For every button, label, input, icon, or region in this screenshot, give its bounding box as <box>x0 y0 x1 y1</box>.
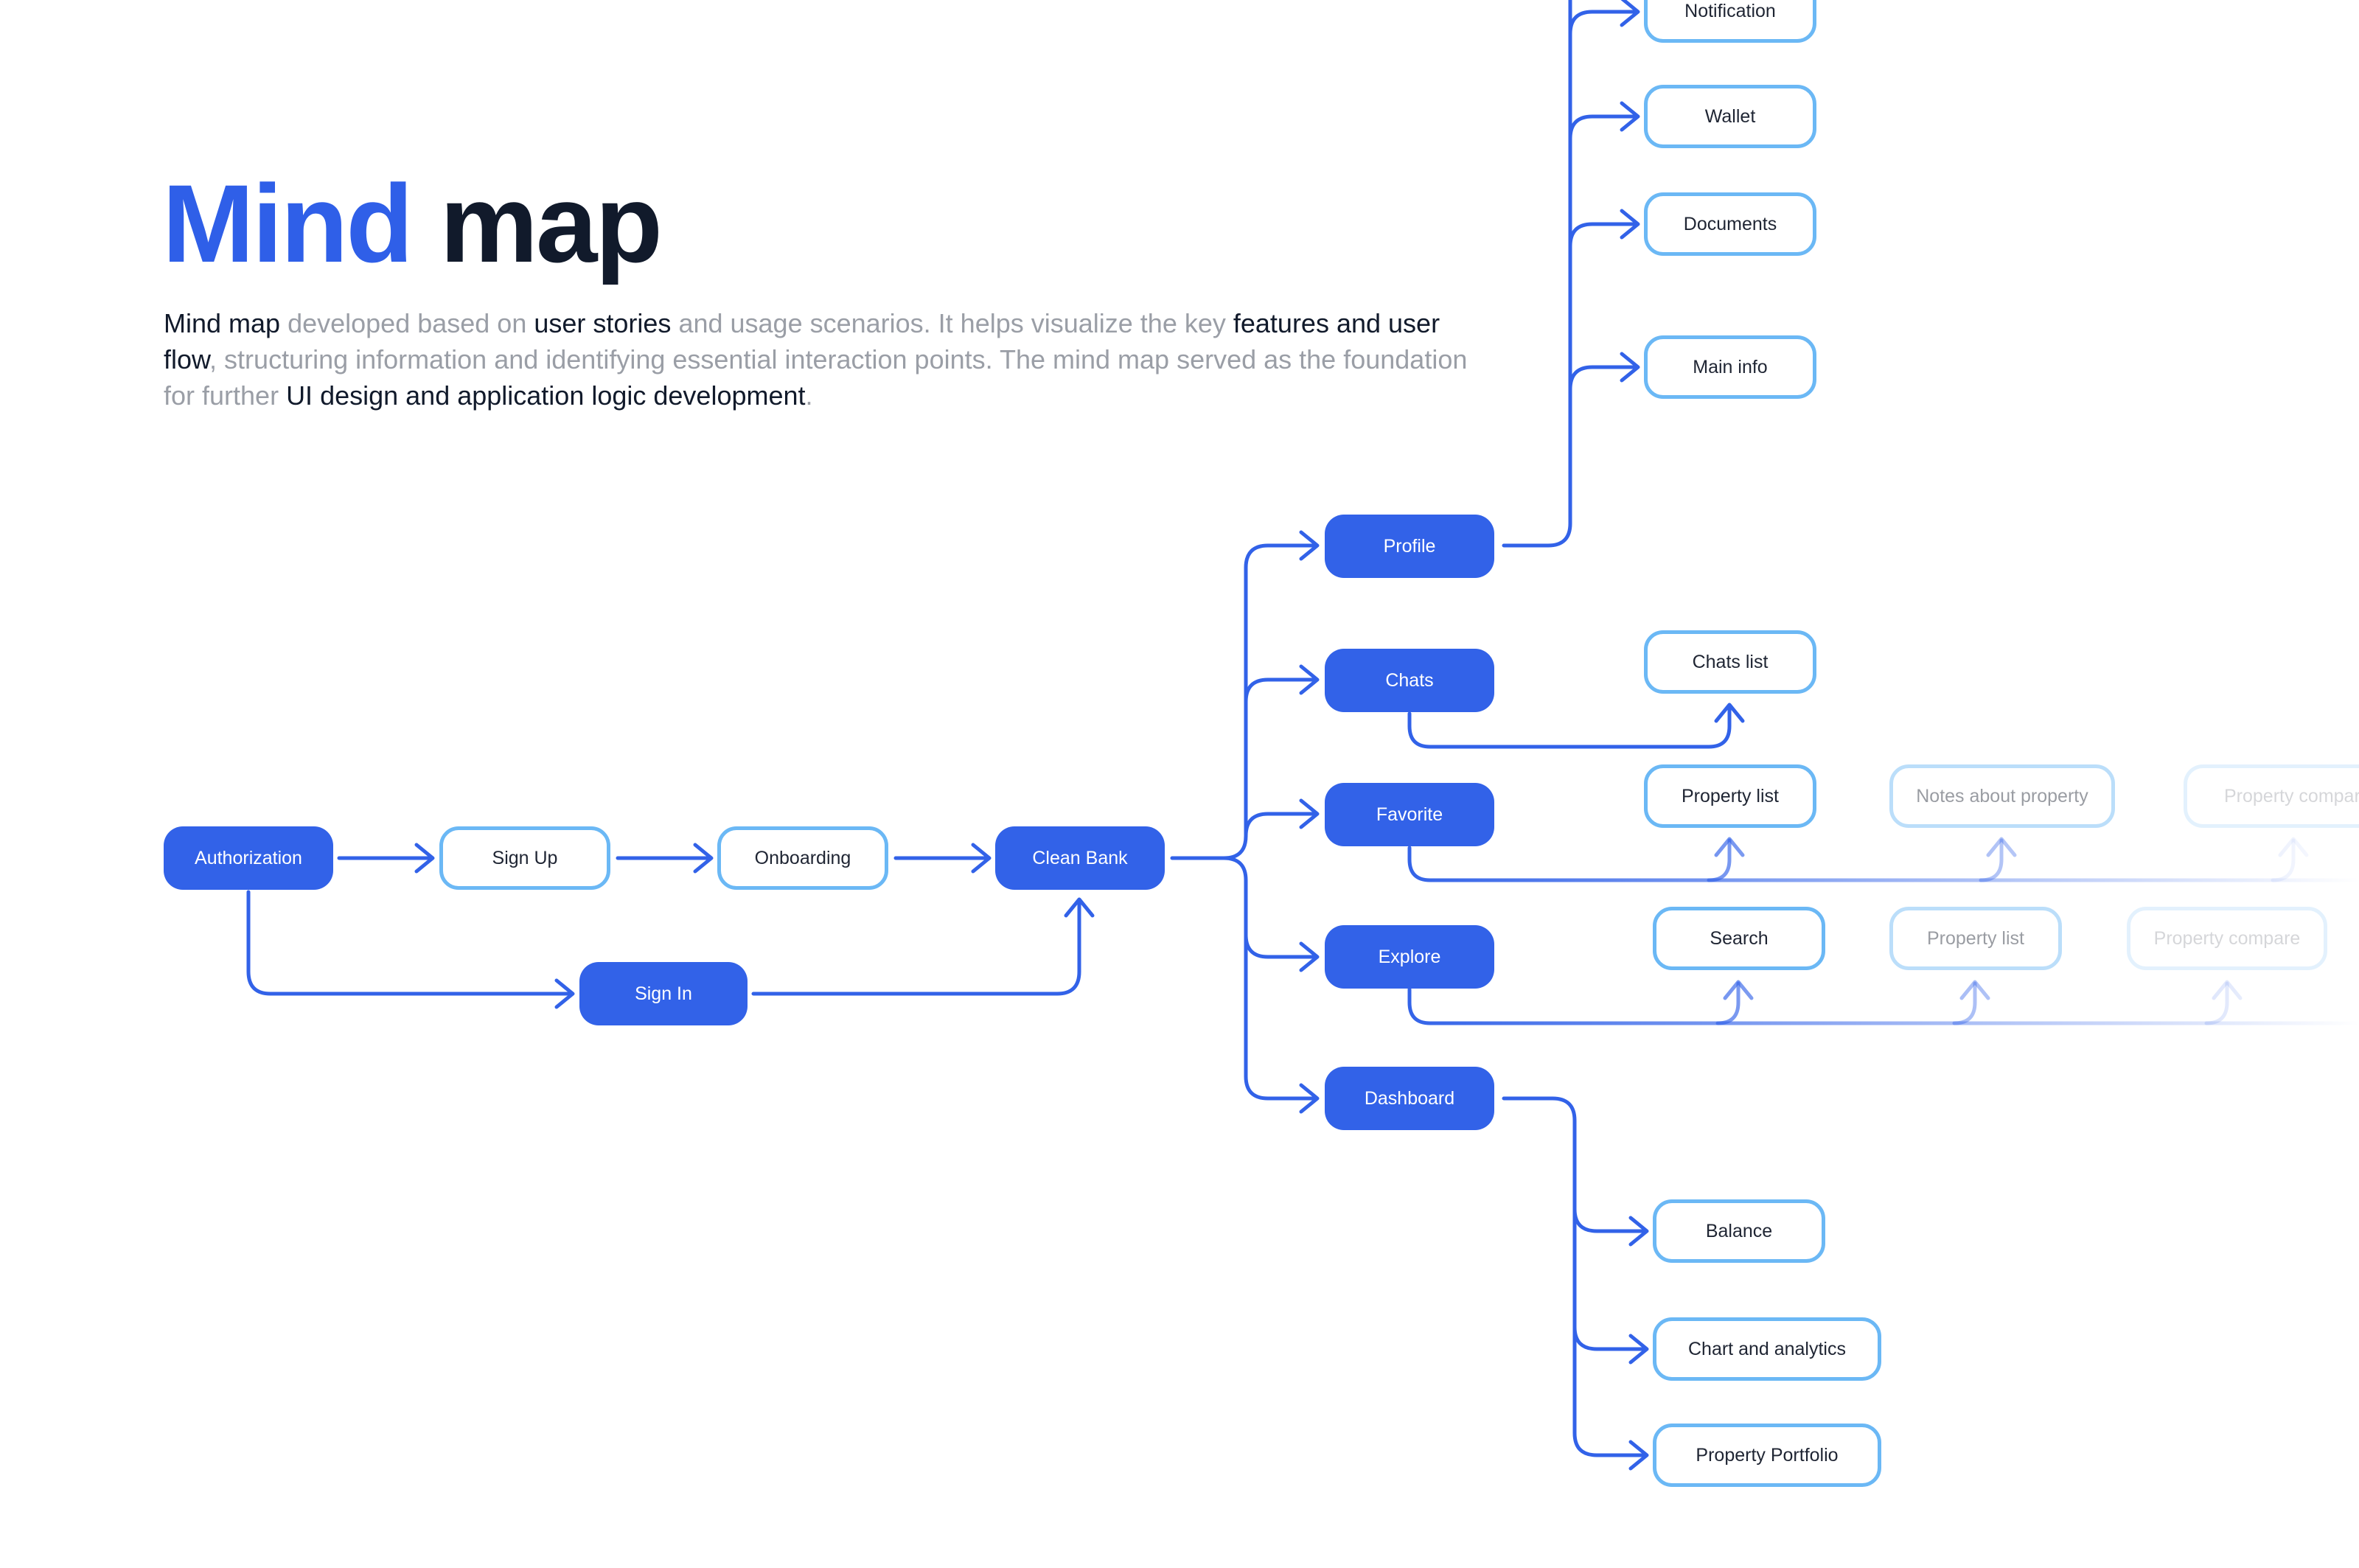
edge-profile-branches <box>1502 0 1640 548</box>
description-segment: and usage scenarios. It helps visualize … <box>671 308 1233 338</box>
node-onboarding[interactable]: Onboarding <box>717 826 888 890</box>
edge-authorization-signin <box>246 890 575 1009</box>
node-explore-property-list[interactable]: Property list <box>1889 907 2062 970</box>
node-explore[interactable]: Explore <box>1325 925 1494 989</box>
node-search[interactable]: Search <box>1653 907 1825 970</box>
page-title: Mind map <box>162 161 663 286</box>
node-wallet[interactable]: Wallet <box>1644 85 1816 148</box>
title-word-map: map <box>439 161 663 285</box>
node-favorite[interactable]: Favorite <box>1325 783 1494 846</box>
node-profile[interactable]: Profile <box>1325 515 1494 578</box>
node-sign-in[interactable]: Sign In <box>579 962 748 1025</box>
description-segment: user stories <box>534 308 672 338</box>
node-sign-up[interactable]: Sign Up <box>439 826 610 890</box>
node-main-info[interactable]: Main info <box>1644 335 1816 399</box>
edge-signup-onboarding <box>616 843 714 874</box>
node-documents[interactable]: Documents <box>1644 192 1816 256</box>
description-segment: . <box>805 380 813 411</box>
node-chats-list[interactable]: Chats list <box>1644 630 1816 694</box>
node-notification[interactable]: Notification <box>1644 0 1816 43</box>
edge-onboarding-cleanbank <box>893 843 992 874</box>
edge-explore-branches <box>1407 980 2359 1025</box>
node-balance[interactable]: Balance <box>1653 1199 1825 1263</box>
node-favorite-property-list[interactable]: Property list <box>1644 764 1816 828</box>
edge-cleanbank-branches <box>1170 530 1320 1114</box>
description-segment: , structuring information and identifyin… <box>164 344 1468 411</box>
node-notes-about-property[interactable]: Notes about property <box>1889 764 2115 828</box>
description-segment: Mind map <box>164 308 281 338</box>
description-segment: developed based on <box>280 308 534 338</box>
node-favorite-property-compare[interactable]: Property compare <box>2184 764 2359 828</box>
description-segment: features and user flow <box>164 308 1440 374</box>
edge-dashboard-branches <box>1502 1096 1649 1471</box>
node-authorization[interactable]: Authorization <box>164 826 333 890</box>
title-word-mind: Mind <box>162 161 414 285</box>
node-chart-and-analytics[interactable]: Chart and analytics <box>1653 1317 1881 1381</box>
node-property-portfolio[interactable]: Property Portfolio <box>1653 1424 1881 1487</box>
edge-signin-cleanbank <box>751 897 1095 996</box>
edge-authorization-signup <box>337 843 435 874</box>
node-chats[interactable]: Chats <box>1325 649 1494 712</box>
edge-favorite-branches <box>1407 837 2359 882</box>
description-segment: UI design and application logic developm… <box>286 380 806 411</box>
node-dashboard[interactable]: Dashboard <box>1325 1067 1494 1130</box>
description-paragraph: Mind map developed based on user stories… <box>164 305 1476 414</box>
node-explore-property-compare[interactable]: Property compare <box>2127 907 2327 970</box>
node-clean-bank[interactable]: Clean Bank <box>995 826 1165 890</box>
edge-chats-chatslist <box>1407 703 1745 749</box>
